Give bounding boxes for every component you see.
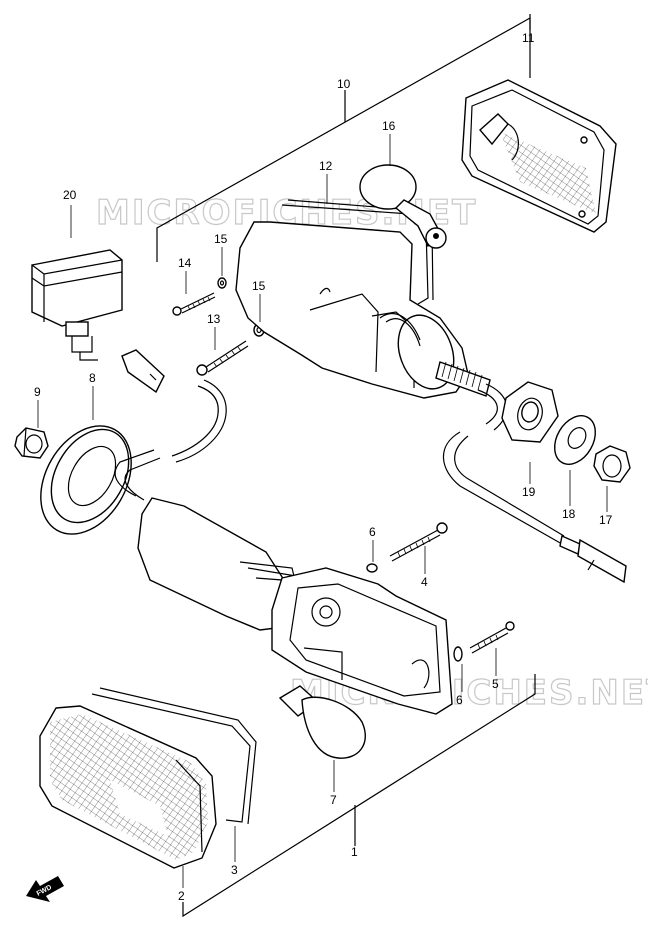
washer-6a (366, 563, 378, 573)
screw-4 (389, 522, 448, 562)
rear-turn-signal-body (235, 199, 491, 399)
callout-10: 10 (337, 77, 351, 91)
callout-12: 12 (319, 159, 333, 173)
gasket-3 (91, 687, 257, 825)
callout-9: 9 (34, 385, 41, 399)
spacer-19 (501, 381, 559, 443)
bulb-16 (359, 164, 447, 249)
lens-11 (461, 79, 617, 233)
flasher-relay (31, 249, 123, 361)
fwd-arrow-icon: FWD (26, 876, 64, 902)
callout-11: 11 (522, 31, 535, 45)
washer-15a (217, 277, 227, 289)
callout-19: 19 (522, 485, 536, 499)
bracket-assembly-10-11 (156, 14, 531, 262)
screw-14 (172, 292, 216, 316)
front-turn-signal-body (114, 349, 453, 715)
washer-18 (554, 415, 596, 465)
nut-17 (593, 445, 631, 483)
callout-6a: 6 (369, 525, 376, 539)
washer-6b (453, 646, 463, 662)
callout-5: 5 (492, 677, 499, 691)
callout-18: 18 (562, 507, 576, 521)
callout-6b: 6 (456, 693, 463, 707)
leader-lines (37, 134, 608, 888)
bracket-assembly-1 (182, 674, 536, 918)
callout-7: 7 (330, 793, 337, 807)
callout-15a: 15 (214, 232, 228, 246)
callout-4: 4 (421, 575, 428, 589)
callout-2: 2 (178, 889, 185, 903)
callout-8: 8 (89, 371, 96, 385)
grommet-8 (40, 425, 132, 535)
callout-13: 13 (207, 312, 221, 326)
callout-20: 20 (63, 188, 77, 202)
rear-signal-wire (442, 383, 627, 584)
callout-1: 1 (351, 845, 358, 859)
callout-14: 14 (178, 256, 192, 270)
nut-9 (14, 427, 49, 459)
screw-13 (196, 340, 249, 376)
callout-16: 16 (382, 119, 396, 133)
lens-2 (39, 705, 217, 869)
callout-17: 17 (599, 513, 613, 527)
screw-5 (469, 621, 515, 654)
callout-15b: 15 (252, 279, 266, 293)
bulb-7 (278, 685, 367, 759)
callout-3: 3 (231, 863, 238, 877)
